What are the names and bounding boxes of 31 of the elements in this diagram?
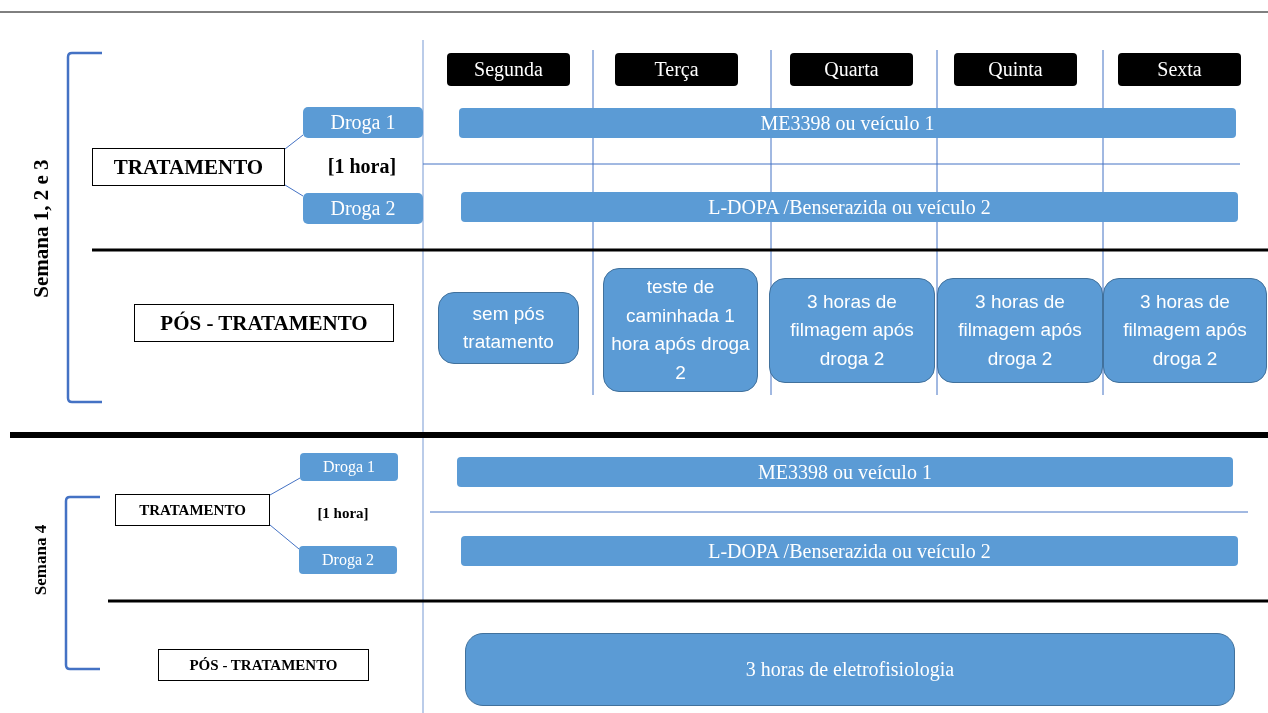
treatment-bar: ME3398 ou veículo 1	[457, 457, 1233, 487]
session-box: 3 horas de filmagem após droga 2	[769, 278, 935, 383]
treatment-bar: L-DOPA /Benserazida ou veículo 2	[461, 536, 1238, 566]
session-box: teste de caminhada 1 hora após droga 2	[603, 268, 758, 392]
drug-box: Droga 2	[299, 546, 397, 574]
session-box: 3 horas de filmagem após droga 2	[1103, 278, 1267, 383]
connector-line	[284, 184, 304, 197]
session-box: 3 horas de eletrofisiologia	[465, 633, 1235, 706]
day-label: Segunda	[447, 53, 570, 86]
session-box: 3 horas de filmagem após droga 2	[937, 278, 1103, 383]
duration-label: [1 hora]	[327, 154, 397, 178]
day-label: Terça	[615, 53, 738, 86]
section-label-box: PÓS - TRATAMENTO	[134, 304, 394, 342]
duration-label: [1 hora]	[317, 504, 369, 522]
drug-box: Droga 2	[303, 193, 423, 224]
connector-line	[284, 134, 304, 150]
connector-line	[269, 524, 300, 550]
treatment-bar: L-DOPA /Benserazida ou veículo 2	[461, 192, 1238, 222]
drug-box: Droga 1	[300, 453, 398, 481]
week-label: Semana 4	[31, 524, 51, 596]
day-label: Sexta	[1118, 53, 1241, 86]
session-box: sem pós tratamento	[438, 292, 579, 364]
drug-box: Droga 1	[303, 107, 423, 138]
connector-line	[269, 477, 301, 496]
treatment-bar: ME3398 ou veículo 1	[459, 108, 1236, 138]
week-label: Semana 1, 2 e 3	[28, 158, 54, 298]
section-label-box: TRATAMENTO	[92, 148, 285, 186]
section-label-box: TRATAMENTO	[115, 494, 270, 526]
day-label: Quarta	[790, 53, 913, 86]
day-label: Quinta	[954, 53, 1077, 86]
section-label-box: PÓS - TRATAMENTO	[158, 649, 369, 681]
